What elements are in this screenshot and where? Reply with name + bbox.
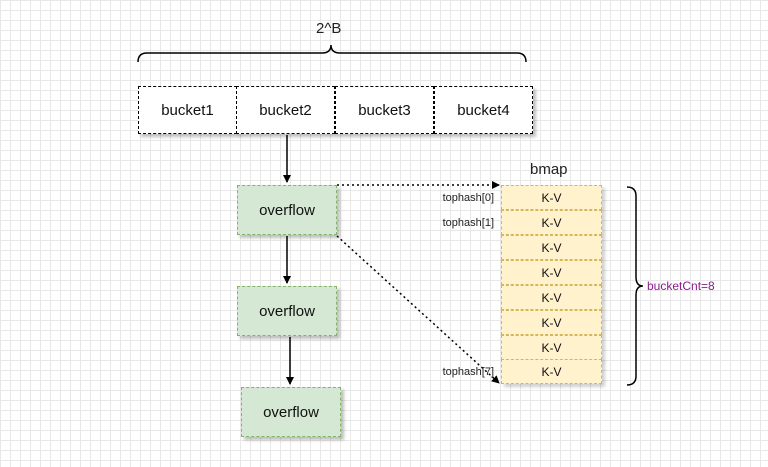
bucket-2[interactable]: bucket2	[236, 86, 335, 134]
kv-cell-6[interactable]: K-V	[501, 335, 602, 360]
tophash-0-label: tophash[0]	[442, 192, 494, 204]
kv-cell-1[interactable]: K-V	[501, 210, 602, 235]
bucketcnt-label: bucketCnt=8	[647, 279, 715, 293]
kv-cell-0[interactable]: K-V	[501, 185, 602, 210]
dotted-arrow-to-tophash7	[336, 235, 500, 384]
tophash-1-label: tophash[1]	[442, 217, 494, 229]
top-brace-label: 2^B	[316, 20, 342, 37]
overflow-box-2[interactable]: overflow	[237, 286, 337, 336]
kv-cell-3[interactable]: K-V	[501, 260, 602, 285]
overflow-box-1[interactable]: overflow	[237, 185, 337, 235]
overflow-box-3[interactable]: overflow	[241, 387, 341, 437]
kv-cell-7[interactable]: K-V	[501, 359, 602, 384]
top-curly-brace	[137, 44, 527, 63]
bmap-title: bmap	[530, 161, 568, 178]
bucket-3[interactable]: bucket3	[335, 86, 434, 134]
right-curly-brace	[626, 186, 644, 386]
bucket-1[interactable]: bucket1	[138, 86, 237, 134]
kv-cell-4[interactable]: K-V	[501, 285, 602, 310]
tophash-7-label: tophash[7]	[442, 366, 494, 378]
kv-cell-2[interactable]: K-V	[501, 235, 602, 260]
kv-cell-5[interactable]: K-V	[501, 310, 602, 335]
bucket-4[interactable]: bucket4	[434, 86, 533, 134]
